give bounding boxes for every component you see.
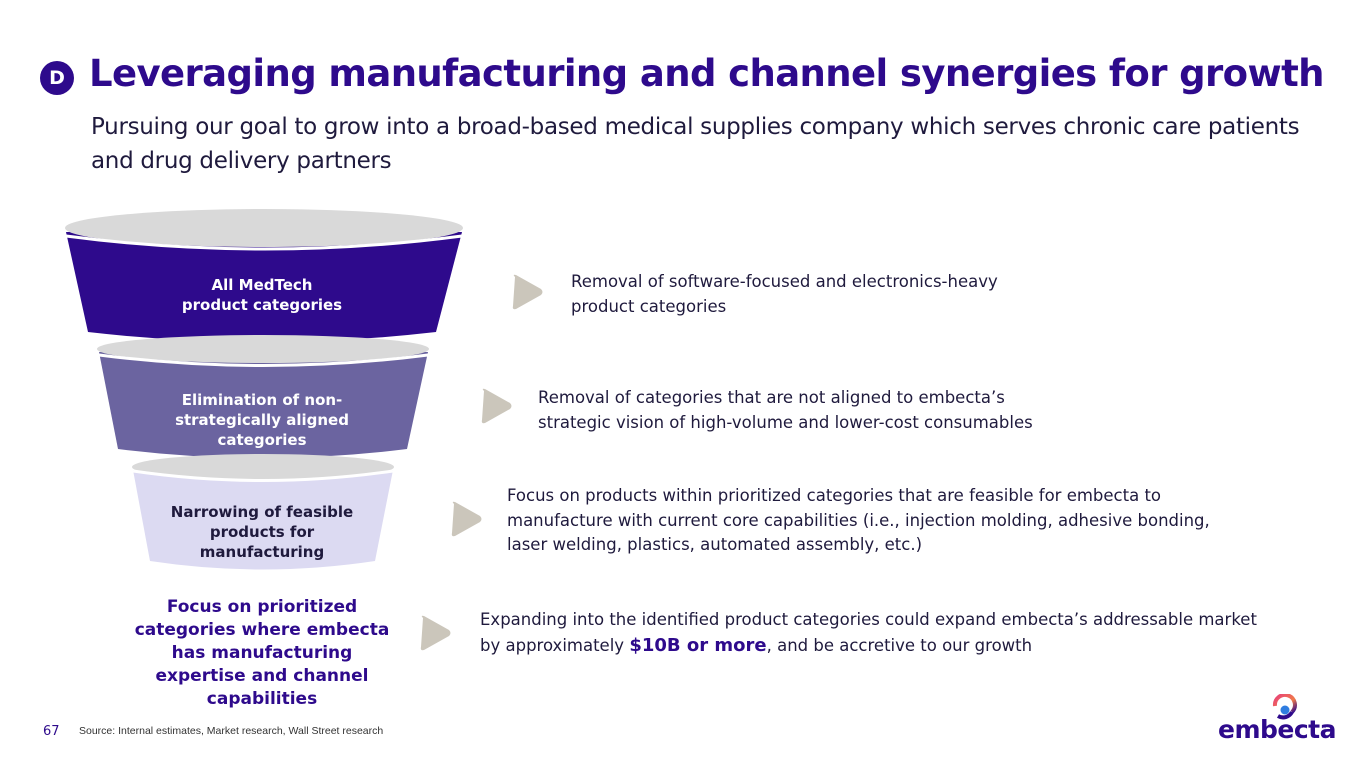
description-text: by approximately: [480, 636, 630, 655]
description-line: Removal of software-focused and electron…: [571, 272, 998, 291]
page-title: Leveraging manufacturing and channel syn…: [89, 52, 1325, 95]
page-subtitle: Pursuing our goal to grow into a broad-b…: [91, 114, 1300, 174]
funnel-stage-3: [132, 454, 394, 570]
funnel-stage-3-rim: [132, 454, 394, 480]
description-3: Focus on products within prioritized cat…: [507, 484, 1210, 558]
funnel-stage-2-label-line: strategically aligned: [175, 411, 349, 429]
logo-wordmark: embecta: [1218, 715, 1337, 744]
description-line: laser welding, plastics, automated assem…: [507, 535, 923, 554]
funnel-stage-3-label-line: products for: [209, 523, 315, 541]
funnel-stage-3-label: Narrowing of feasible products for manuf…: [152, 502, 372, 562]
source-note: Source: Internal estimates, Market resea…: [79, 725, 384, 737]
funnel-stage-2-label-line: Elimination of non-: [181, 391, 343, 409]
funnel-stage-2: [97, 335, 429, 458]
description-text: , and be accretive to our growth: [766, 636, 1033, 655]
funnel-stage-3-label-line: manufacturing: [199, 543, 325, 561]
description-4: Expanding into the identified product ca…: [480, 607, 1257, 659]
funnel-stage-2-label: Elimination of non- strategically aligne…: [152, 390, 372, 450]
market-size-highlight: $10B or more: [629, 635, 767, 656]
section-badge: D: [40, 61, 74, 95]
funnel-stage-1-label-line: All MedTech: [211, 276, 313, 294]
funnel-result-line: capabilities: [206, 689, 318, 709]
funnel-stage-2-body: [99, 352, 428, 458]
funnel-stage-3-label-line: Narrowing of feasible: [170, 503, 354, 521]
funnel-stage-2-label-line: categories: [217, 431, 307, 449]
funnel-result-label: Focus on prioritized categories where em…: [122, 596, 402, 711]
funnel-stage-1: [65, 209, 463, 342]
funnel-stage-1-label-line: product categories: [181, 296, 343, 314]
funnel-diagram: [65, 209, 463, 570]
funnel-stage-2-rim: [97, 335, 429, 363]
description-line: Removal of categories that are not align…: [538, 388, 1005, 407]
description-line: manufacture with current core capabiliti…: [507, 510, 1210, 530]
description-line: by approximately $10B or more, and be ac…: [480, 633, 1257, 659]
description-1: Removal of software-focused and electron…: [571, 270, 998, 319]
page-number: 67: [43, 724, 60, 739]
funnel-result-line: expertise and channel: [155, 666, 369, 686]
funnel-result-line: Focus on prioritized: [166, 597, 358, 617]
description-line: strategic vision of high-volume and lowe…: [538, 412, 1033, 432]
embecta-logo-icon: [1272, 694, 1297, 720]
funnel-result-line: has manufacturing: [171, 643, 353, 663]
funnel-stage-1-rim: [65, 209, 463, 247]
funnel-result-line: categories where embecta: [134, 620, 390, 640]
description-line: Expanding into the identified product ca…: [480, 610, 1257, 629]
funnel-stage-1-label: All MedTech product categories: [152, 275, 372, 315]
description-2: Removal of categories that are not align…: [538, 386, 1033, 435]
funnel-stage-3-body: [133, 470, 393, 570]
description-line: Focus on products within prioritized cat…: [507, 486, 1162, 505]
funnel-stage-1-body: [66, 232, 462, 342]
description-line: product categories: [571, 296, 727, 316]
trademark-symbol: ™: [1321, 726, 1327, 733]
